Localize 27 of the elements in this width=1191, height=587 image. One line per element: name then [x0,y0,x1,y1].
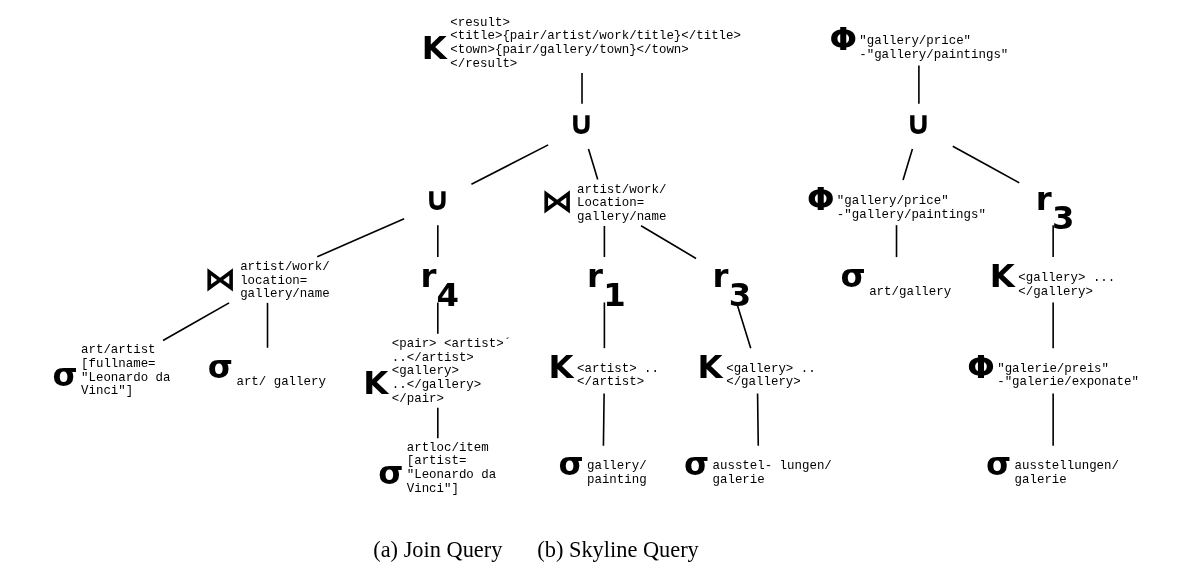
connector [639,224,697,260]
connector [602,392,605,447]
connector [315,217,405,258]
label: (a) Join Query [372,536,502,562]
node-text: ∪ [423,179,450,218]
connector [603,301,605,349]
label: (b) Skyline Query [536,536,699,562]
connector [470,144,549,186]
connector [951,145,1020,184]
connector [580,72,583,105]
connector [1051,301,1054,349]
connector [436,224,439,258]
connector [917,64,920,105]
connector [436,406,439,440]
connector [587,148,598,181]
connector [1051,224,1054,258]
connector [901,148,913,181]
node-text: ∪ [567,103,595,142]
connector [161,302,230,342]
node-text: K <result> <title>{pair/artist/work/title}</title> <town>{pair/gallery/town}</town> </result> [421,15,741,71]
connector [436,301,439,335]
connector [603,225,605,258]
connector [756,392,759,447]
connector [895,224,897,258]
node-text: ∪ [904,103,931,142]
connector [1051,392,1054,447]
connector [266,302,268,349]
